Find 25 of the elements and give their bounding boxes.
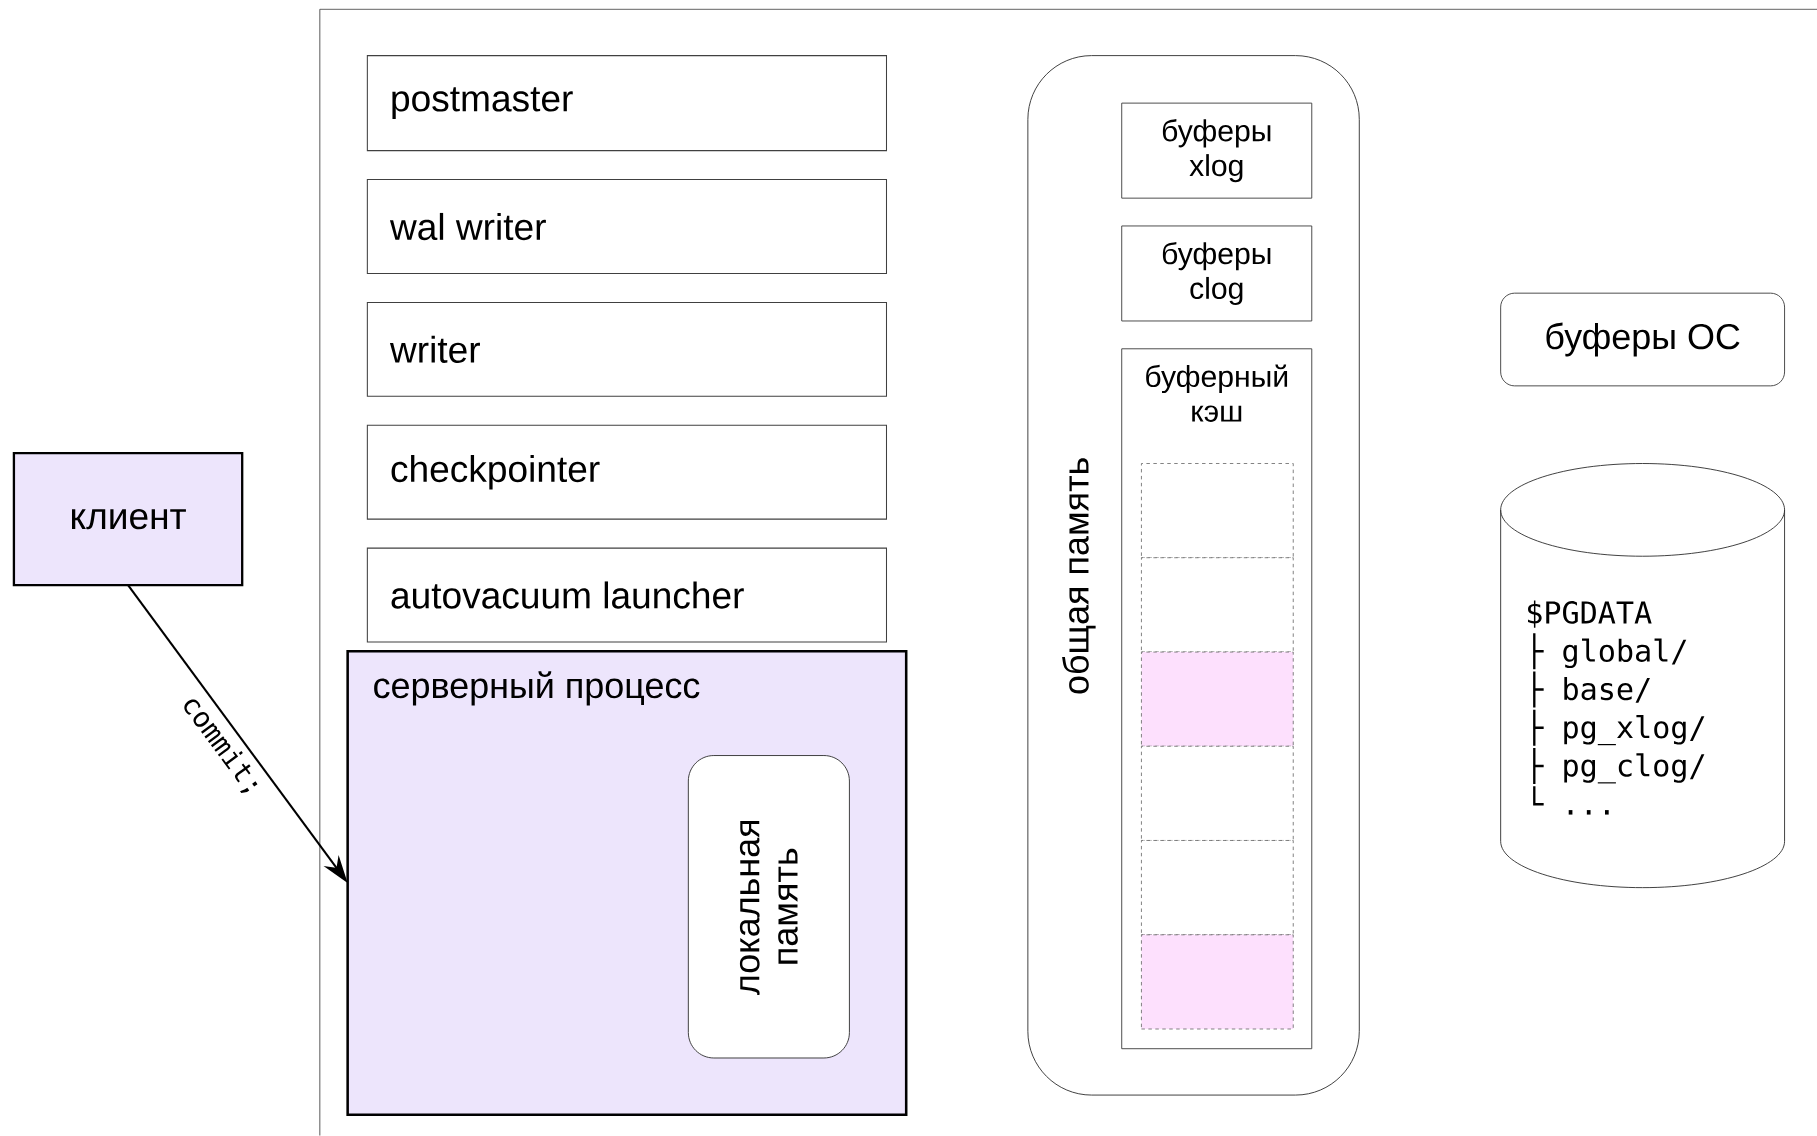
buffer-slot — [1141, 840, 1294, 936]
node-label: ├ base/ — [1533, 671, 1650, 708]
node-label: $PGDATA — [1528, 600, 1652, 628]
node-label: ├ global/ — [1533, 633, 1687, 670]
buffer-box: буферы xlog — [1121, 102, 1313, 199]
buffer-slot — [1141, 746, 1294, 842]
local-memory-box: локальная память — [687, 755, 850, 1059]
os-buffers-box: буферы ОС — [1500, 292, 1786, 387]
process-box: checkpointer — [366, 424, 887, 520]
process-box: writer — [366, 302, 887, 397]
client-box: клиент — [12, 452, 244, 587]
data-cylinder: $PGDATA ├ global/ ├ base/ ├ pg_xlog/ ├ pg_clog/ └ ... — [1500, 463, 1786, 889]
node-label: └ ... — [1533, 786, 1609, 815]
buffer-slot — [1141, 934, 1294, 1030]
buffer-slot — [1141, 557, 1294, 653]
buffer-slot — [1141, 463, 1294, 559]
buffer-cache-box: буферный кэш — [1121, 348, 1313, 1050]
buffer-box: буферы clog — [1121, 225, 1313, 322]
process-box: wal writer — [366, 179, 887, 275]
server-frame — [319, 8, 1817, 1136]
process-box: autovacuum launcher — [366, 547, 887, 643]
process-box: postmaster — [366, 55, 887, 152]
buffer-slot — [1141, 651, 1294, 747]
node-label: ├ pg_clog/ — [1533, 748, 1705, 785]
node-label: ├ pg_xlog/ — [1533, 710, 1705, 746]
